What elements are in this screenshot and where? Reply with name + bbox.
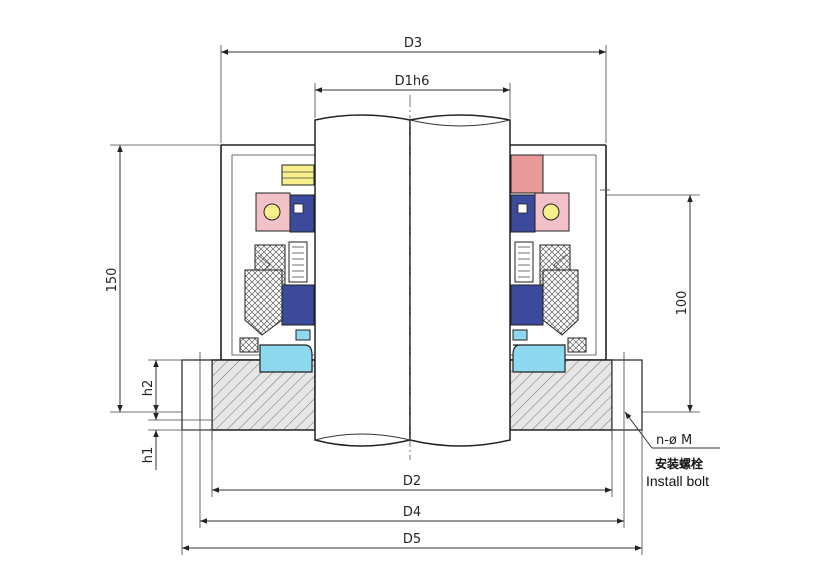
label-d1: D1h6 <box>395 74 430 89</box>
dimension-d5: D5 <box>181 430 643 555</box>
label-h2: h2 <box>141 380 156 397</box>
label-d3: D3 <box>404 36 422 51</box>
label-d4: D4 <box>403 505 421 520</box>
dimension-d1: D1h6 <box>314 74 511 118</box>
label-d5: D5 <box>403 532 421 547</box>
dimension-h2: h2 <box>141 359 182 412</box>
dimension-150: 150 <box>105 144 221 413</box>
label-d2: D2 <box>403 474 421 489</box>
label-150: 150 <box>105 268 120 293</box>
dimension-d2: D2 <box>211 430 613 497</box>
bolt-spec: n-ø M <box>656 433 692 448</box>
install-bolt-label-en: Install bolt <box>646 473 709 489</box>
right-seal-components <box>510 154 587 373</box>
install-bolt-label-cn: 安装螺栓 <box>655 456 703 471</box>
dimension-d4: D4 <box>199 440 625 528</box>
label-h1: h1 <box>141 447 156 464</box>
dimension-h1: h1 <box>141 405 212 470</box>
label-100: 100 <box>675 291 690 316</box>
install-bolt-callout: n-ø M 安装螺栓 Install bolt <box>624 411 720 489</box>
shaft <box>314 95 511 460</box>
left-seal-components <box>239 164 315 373</box>
dimension-d3: D3 <box>220 36 607 143</box>
dimension-100: 100 <box>606 194 700 413</box>
